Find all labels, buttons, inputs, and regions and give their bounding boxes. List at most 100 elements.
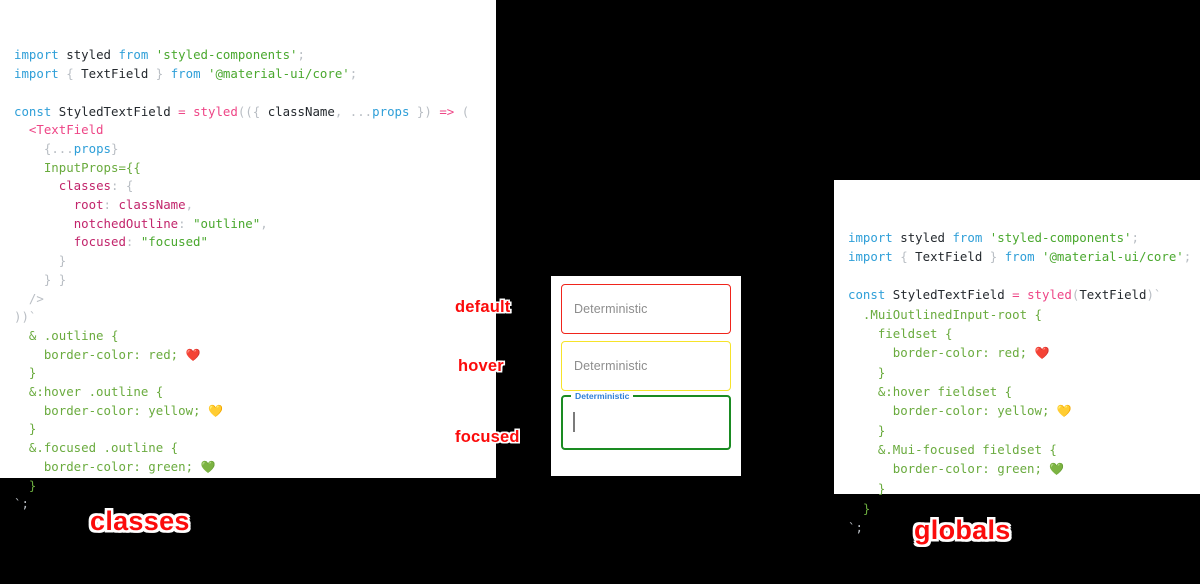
code-token	[848, 307, 863, 322]
caption-classes: classes	[90, 506, 190, 536]
code-line: import styled from 'styled-components';	[848, 228, 1200, 247]
code-line: &.focused .outline {	[14, 439, 496, 458]
textfield-default-placeholder: Deterministic	[574, 302, 648, 316]
code-token: InputProps	[43, 159, 119, 175]
code-token: import	[848, 230, 893, 246]
code-line: focused: "focused"	[14, 233, 496, 252]
code-token: className	[118, 197, 186, 213]
code-line: border-color: red; ❤️	[14, 346, 496, 365]
code-token: .MuiOutlinedInput-root {	[862, 306, 1042, 322]
code-line: import { TextField } from '@material-ui/…	[14, 65, 496, 84]
code-block-classes: import styled from 'styled-components';i…	[14, 46, 496, 514]
code-token: notchedOutline	[73, 215, 179, 231]
code-token: ...	[349, 103, 373, 119]
code-line: `;	[848, 518, 1200, 537]
code-token	[14, 403, 44, 418]
code-token: TextField	[907, 249, 990, 265]
textfield-demo-panel: Deterministic Deterministic Deterministi…	[551, 276, 741, 476]
code-token: }	[28, 477, 37, 493]
code-token: ;	[1131, 230, 1139, 246]
code-token: }	[58, 253, 67, 269]
code-token: ❤️	[185, 347, 201, 362]
code-panel-globals: import styled from 'styled-components';i…	[834, 180, 1200, 535]
code-token: :	[103, 197, 111, 213]
code-token	[848, 365, 878, 380]
code-token: border-color: yellow;	[892, 403, 1057, 419]
code-line: const StyledTextField = styled(({ classN…	[14, 103, 496, 122]
code-token: }	[877, 364, 886, 380]
code-token	[848, 442, 878, 457]
code-token	[848, 461, 893, 476]
code-token: {{	[125, 159, 141, 175]
code-token: =	[118, 159, 126, 175]
code-token	[14, 122, 29, 137]
textfield-hover[interactable]: Deterministic	[561, 341, 731, 391]
code-token: ))`	[14, 309, 37, 325]
code-line: &.Mui-focused fieldset {	[848, 440, 1200, 459]
code-token	[848, 345, 893, 360]
code-line	[14, 84, 496, 103]
code-token: TextField	[1079, 287, 1147, 303]
notched-outline: Deterministic	[561, 392, 731, 450]
code-token: focused	[73, 234, 126, 250]
code-line: }	[14, 252, 496, 271]
textfield-default[interactable]: Deterministic	[561, 284, 731, 334]
code-token: const	[14, 103, 52, 119]
code-token: }	[28, 365, 37, 381]
code-token	[454, 104, 461, 119]
code-token: :	[125, 234, 134, 250]
code-token: `;	[14, 496, 29, 512]
code-token: import	[14, 47, 59, 63]
code-token: &.Mui-focused fieldset {	[877, 442, 1057, 458]
code-token	[14, 328, 29, 343]
code-token	[163, 66, 170, 81]
code-token: 'styled-components'	[155, 47, 298, 63]
code-token	[14, 216, 74, 231]
code-token	[14, 141, 44, 156]
code-token: '@material-ui/core'	[208, 66, 350, 82]
code-token: }	[877, 423, 886, 439]
code-token	[14, 197, 74, 212]
code-line: />	[14, 290, 496, 309]
code-line: }	[14, 364, 496, 383]
code-token: & .outline {	[28, 327, 119, 343]
code-token	[186, 216, 193, 231]
code-token	[14, 347, 44, 362]
code-token: classes	[58, 178, 111, 194]
code-token: `;	[848, 519, 863, 535]
code-token: 'styled-components'	[989, 230, 1132, 246]
code-line: border-color: green; 💚	[14, 458, 496, 477]
code-token: root	[73, 197, 104, 213]
code-line: border-color: yellow; 💛	[14, 402, 496, 421]
code-token: {	[66, 66, 74, 82]
code-token: )	[424, 103, 432, 119]
code-token	[14, 291, 29, 306]
code-token: ;	[1183, 249, 1192, 265]
code-line: import { TextField } from '@material-ui/…	[848, 247, 1200, 266]
code-token: =	[178, 103, 186, 119]
code-panel-classes: import styled from 'styled-components';i…	[0, 0, 496, 511]
code-token	[14, 440, 29, 455]
code-token	[14, 384, 29, 399]
textfield-focused[interactable]: Deterministic	[561, 392, 731, 450]
code-token: }	[409, 103, 425, 119]
code-token	[118, 178, 125, 193]
code-token: styled	[193, 103, 238, 119]
code-token	[848, 384, 878, 399]
code-token: (	[1071, 287, 1080, 303]
code-token	[14, 160, 44, 175]
code-token	[14, 365, 29, 380]
code-token: &:hover fieldset {	[877, 383, 1013, 399]
code-token: {	[900, 249, 908, 265]
code-line: & .outline {	[14, 327, 496, 346]
code-token	[14, 272, 44, 287]
code-token	[848, 501, 863, 516]
code-token	[848, 403, 893, 418]
code-token	[14, 478, 29, 493]
code-token: (	[461, 103, 470, 119]
code-line	[848, 266, 1200, 285]
code-line: `;	[14, 495, 496, 514]
code-token: :	[178, 215, 186, 231]
code-token: <TextField	[28, 122, 104, 138]
code-token	[186, 104, 193, 119]
